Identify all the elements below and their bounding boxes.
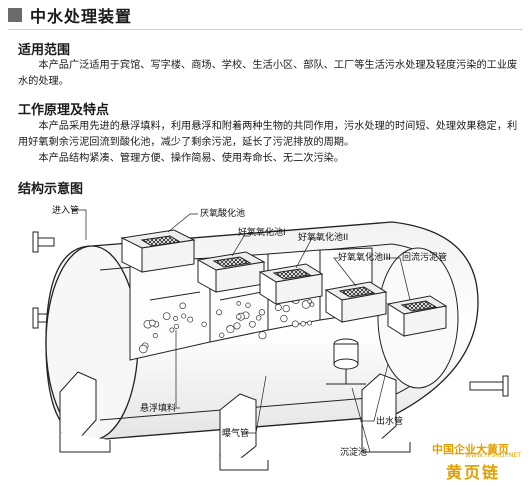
title-square-icon (8, 8, 22, 22)
title-divider (8, 29, 523, 30)
filler-bubble (309, 302, 315, 307)
watermark-line-3: 黄页链 (446, 463, 501, 482)
leader-lines (72, 209, 411, 453)
diagram-heading: 结构示意图 (18, 182, 84, 197)
filler-bubble (179, 302, 186, 310)
filler-bubble (291, 320, 299, 328)
filler-bubble (173, 316, 179, 321)
aerobic3-label: 好氧氧化池III (338, 251, 391, 263)
filler-bubble (162, 312, 171, 321)
outlet-pipe (469, 375, 509, 397)
filler-bubble (226, 325, 235, 334)
aerobic2-label: 好氧氧化池II (298, 231, 348, 243)
filler-bubble (169, 327, 175, 333)
filler-bubble (258, 309, 266, 316)
anaerobic-label: 厌氧酸化池 (200, 207, 245, 219)
filler-bubble (152, 333, 158, 339)
principle-line-3: 本产品结构紧凑、管理方便、操作简易、使用寿命长、无二次污染。 (38, 153, 345, 164)
filler-bubble (245, 302, 251, 308)
chamber-tops (120, 229, 448, 337)
filler-bubble (258, 331, 267, 340)
filler-bubble (187, 316, 194, 323)
filler-bubble (307, 299, 312, 304)
scope-heading: 适用范围 (18, 43, 71, 58)
filler-bubble (307, 320, 313, 326)
filler-bubble (249, 320, 256, 328)
filler-bubble (235, 313, 242, 320)
page-title-bar: 中水处理装置 (8, 6, 133, 26)
filler-bubble (300, 321, 306, 327)
settling-tank (326, 338, 366, 385)
principle-line-2: 用好氧剩余污泥回流到酸化池，减少了剩余污泥，延长了污泥排放的周期。 (18, 137, 355, 148)
principle-heading: 工作原理及特点 (18, 103, 110, 118)
filler-label: 悬浮填料 (140, 402, 176, 414)
inlet-label: 进入管 (52, 204, 79, 216)
filler-bubble (148, 319, 156, 327)
filler-bubble (282, 304, 290, 313)
watermark-line-2: WWW.YPSHOP.NET (465, 452, 521, 459)
filler-bubble (256, 315, 262, 321)
page-title: 中水处理装置 (30, 7, 133, 26)
filler-bubble (274, 304, 282, 311)
filler-bubble (219, 332, 225, 338)
scope-line-2: 水的处理。 (18, 76, 69, 87)
filler-bubble (181, 313, 187, 319)
filler-bubble (233, 322, 241, 330)
inlet-flange-pipes (32, 231, 55, 329)
outlet-label: 出水管 (376, 415, 403, 427)
support-saddles (59, 371, 411, 471)
sludge-return-label: 回流污泥管 (402, 251, 447, 263)
aerobic1-label: 好氧氧化池I (238, 226, 286, 238)
aeration-label: 曝气管 (222, 427, 249, 439)
principle-line-1: 本产品采用先进的悬浮填料，利用悬浮和附着两种生物的共同作用，污水处理的时间短、处… (38, 121, 518, 132)
settling-label: 沉淀池 (340, 446, 367, 458)
scope-line-1: 本产品广泛适用于宾馆、写字楼、商场、学校、生活小区、部队、工厂等生活污水处理及轻… (38, 60, 518, 71)
watermark-line-1: 中国企业大黄页 (432, 443, 509, 456)
filler-bubble (236, 301, 241, 306)
filler-bubble (280, 314, 288, 323)
filler-bubble (216, 309, 223, 316)
filler-bubble (201, 321, 207, 327)
filler-bubble (139, 344, 148, 354)
filler-bubble (173, 323, 179, 329)
